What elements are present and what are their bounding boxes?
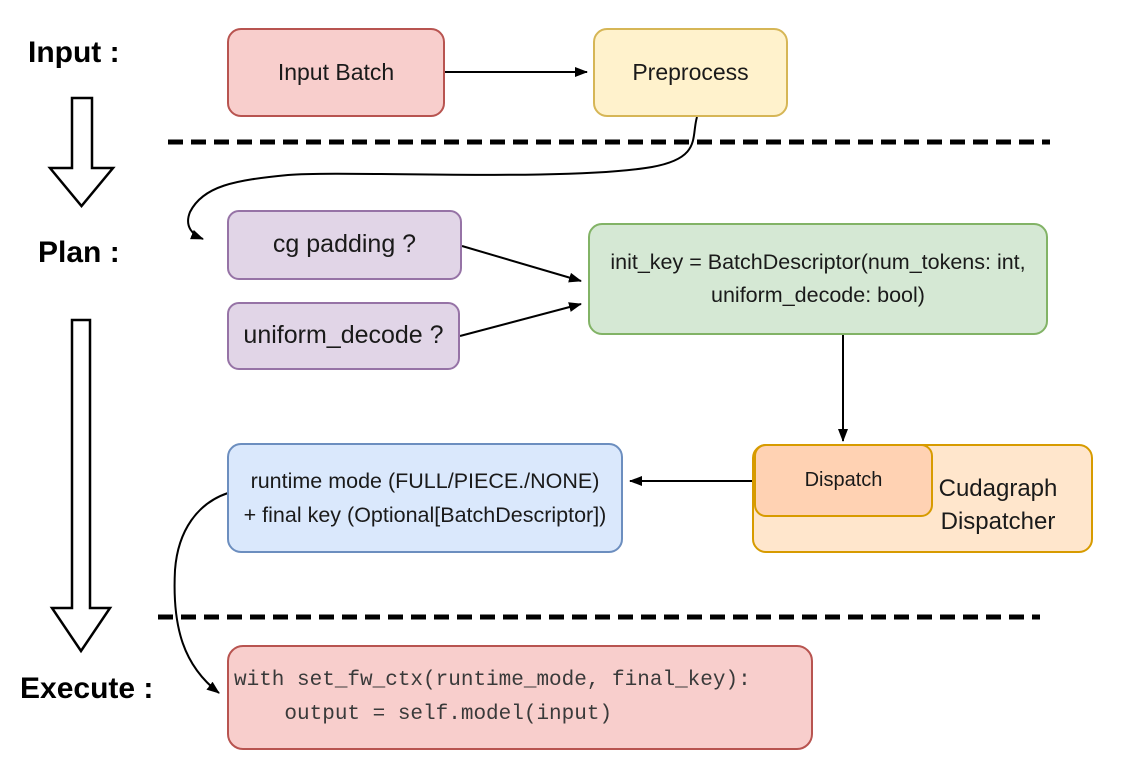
plan-stage-down-arrow-icon bbox=[49, 318, 113, 654]
stage-label-input: Input : bbox=[28, 36, 120, 69]
stage-label-plan: Plan : bbox=[38, 236, 120, 269]
arrow-cg-padding-to-init-key bbox=[461, 245, 582, 283]
cudagraph-dispatcher-label: Cudagraph Dispatcher bbox=[913, 472, 1083, 538]
input-batch-label: Input Batch bbox=[277, 59, 395, 86]
cudagraph-line2: Dispatcher bbox=[940, 508, 1056, 535]
cg-padding-label: cg padding ? bbox=[272, 230, 417, 259]
node-preprocess: Preprocess bbox=[593, 28, 788, 117]
init-key-line1: init_key = BatchDescriptor(num_tokens: i… bbox=[610, 250, 1026, 274]
node-dispatch: Dispatch bbox=[754, 444, 933, 517]
input-stage-down-arrow-icon bbox=[47, 96, 116, 208]
node-execute-code: with set_fw_ctx(runtime_mode, final_key)… bbox=[227, 645, 813, 750]
runtime-mode-line2: + final key (Optional[BatchDescriptor]) bbox=[243, 503, 607, 527]
cudagraph-line1: Cudagraph bbox=[938, 475, 1058, 502]
init-key-line2: uniform_decode: bool) bbox=[711, 283, 925, 307]
preprocess-label: Preprocess bbox=[632, 59, 749, 86]
execute-code-line2: output = self.model(input) bbox=[234, 702, 613, 726]
runtime-mode-line1: runtime mode (FULL/PIECE./NONE) bbox=[250, 469, 600, 493]
node-uniform-decode: uniform_decode ? bbox=[227, 302, 460, 370]
node-runtime-mode: runtime mode (FULL/PIECE./NONE) + final … bbox=[227, 443, 623, 553]
stage-label-execute: Execute : bbox=[20, 672, 154, 705]
arrow-runtime-mode-to-execute-code bbox=[173, 492, 229, 694]
uniform-decode-label: uniform_decode ? bbox=[243, 321, 444, 350]
arrow-uniform-decode-to-init-key bbox=[459, 302, 582, 337]
node-cg-padding: cg padding ? bbox=[227, 210, 462, 280]
dispatch-label: Dispatch bbox=[804, 469, 883, 491]
execute-code-line1: with set_fw_ctx(runtime_mode, final_key)… bbox=[234, 668, 751, 692]
node-init-key: init_key = BatchDescriptor(num_tokens: i… bbox=[588, 223, 1048, 335]
node-input-batch: Input Batch bbox=[227, 28, 445, 117]
